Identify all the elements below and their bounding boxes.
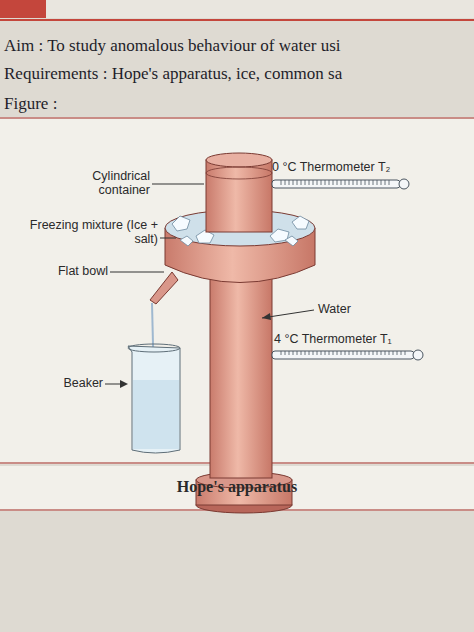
aim-text: Aim : To study anomalous behaviour of wa… bbox=[4, 36, 341, 56]
requirements-text: Requirements : Hope's apparatus, ice, co… bbox=[4, 64, 342, 84]
part-label: Freezing mixture (Ice + salt) bbox=[8, 218, 158, 247]
part-label: Water bbox=[318, 302, 398, 316]
part-label: Cylindrical container bbox=[50, 169, 150, 198]
part-label: Beaker bbox=[23, 376, 103, 390]
thermometer-label: 0 °C Thermometer T₂ bbox=[272, 160, 462, 174]
part-label: Flat bowl bbox=[18, 264, 108, 278]
figure-heading: Figure : bbox=[4, 94, 57, 114]
figure-caption: Hope's apparatus bbox=[0, 478, 474, 496]
thermometer-label: 4 °C Thermometer T₁ bbox=[274, 332, 464, 346]
